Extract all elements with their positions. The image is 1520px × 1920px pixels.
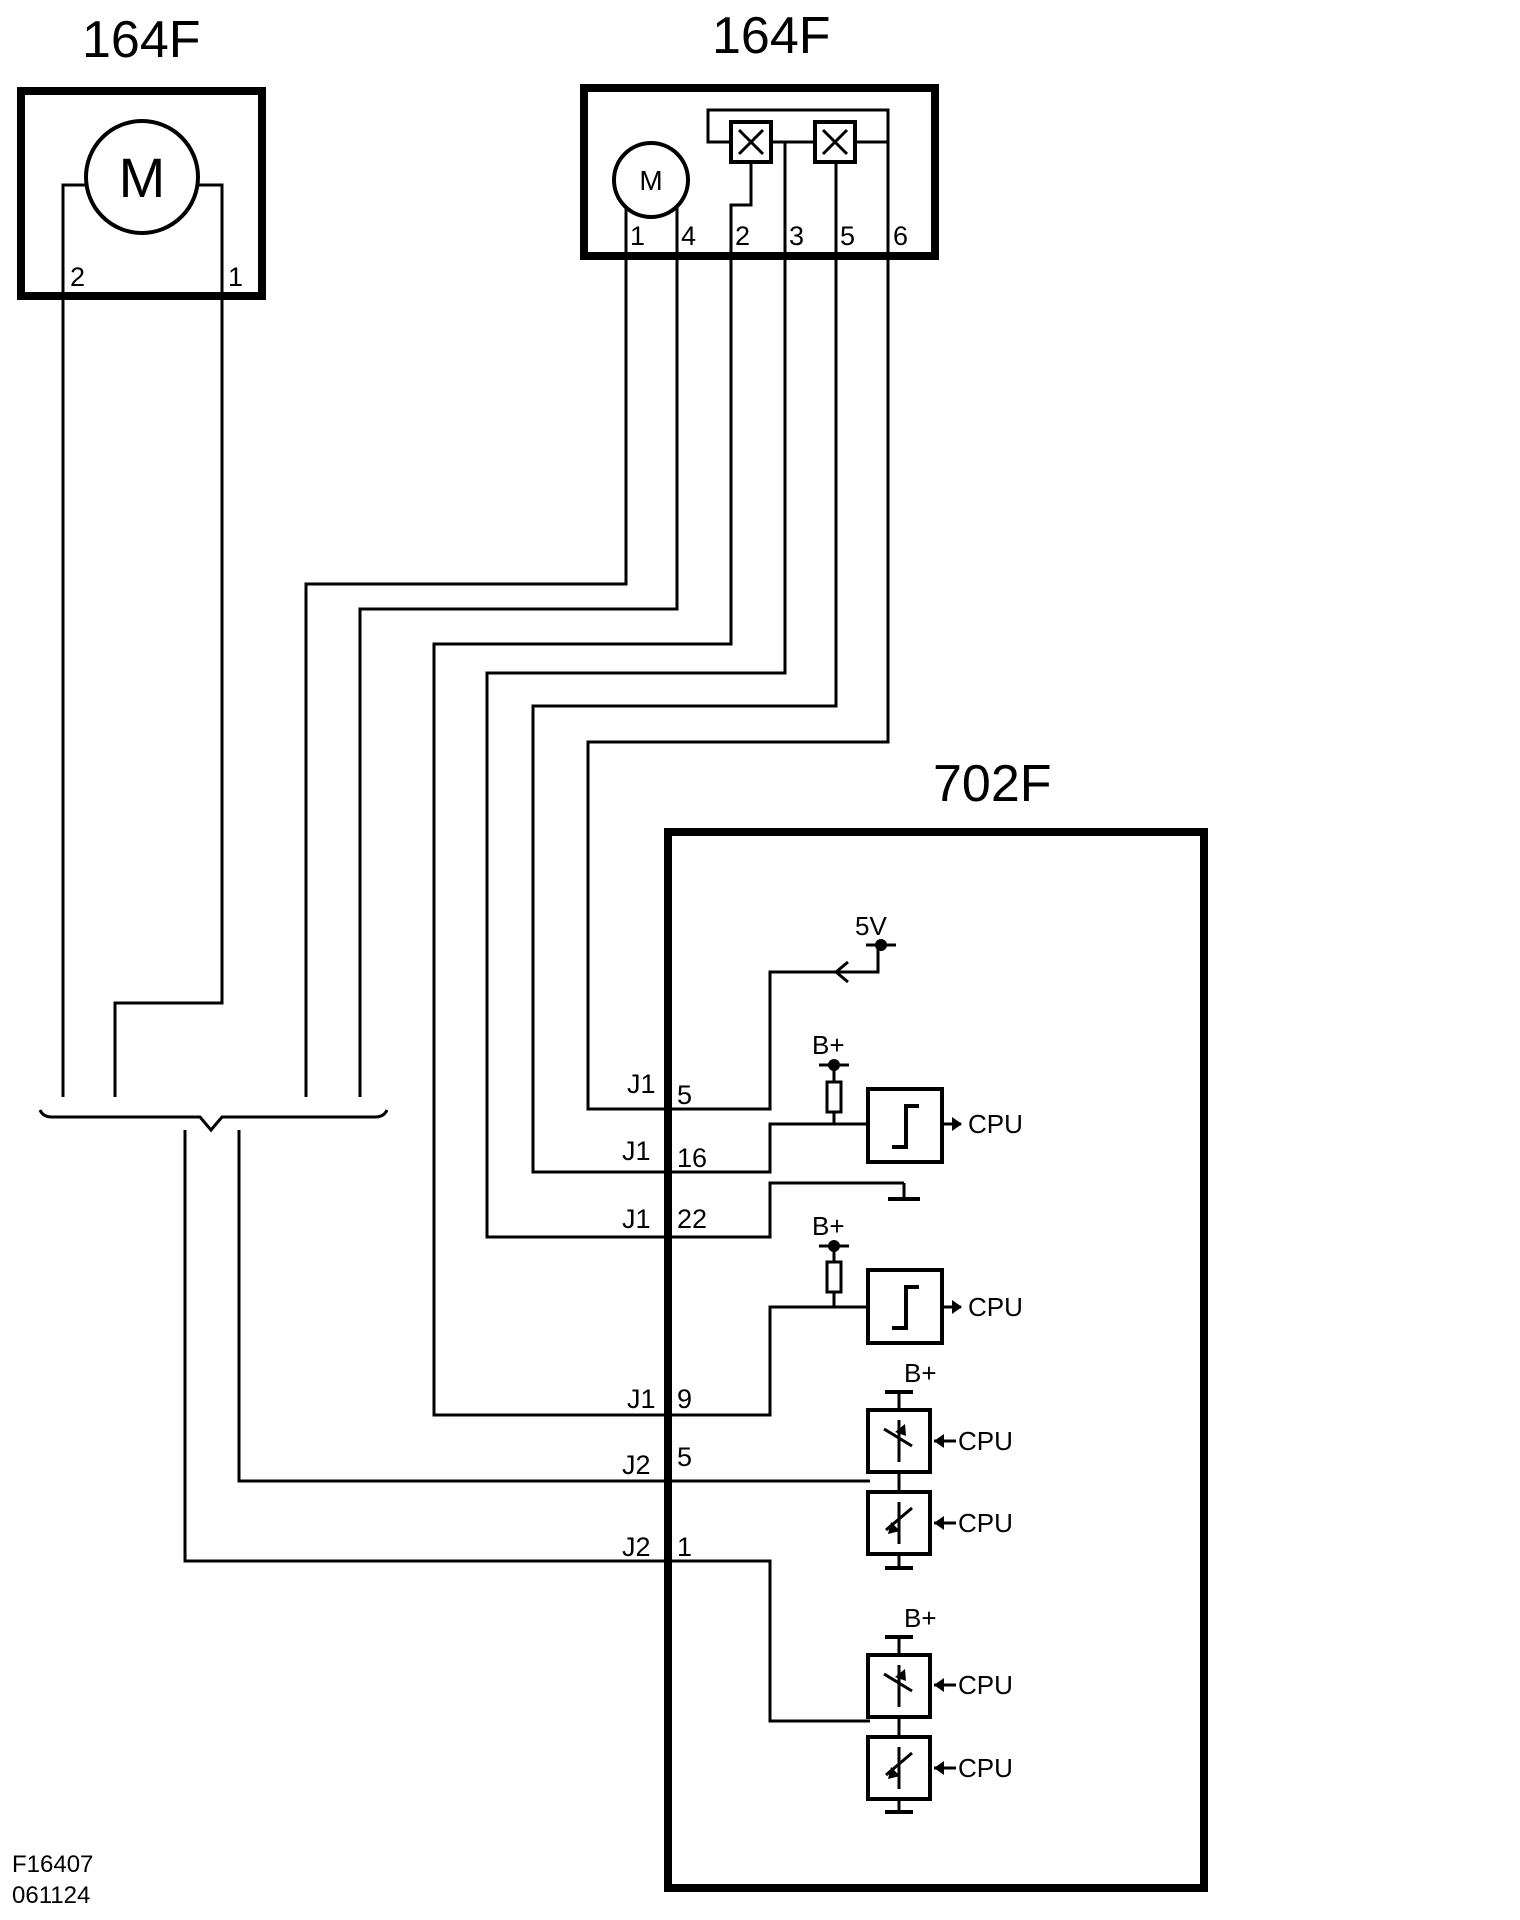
bridge-1-high-side-arrow (895, 1424, 906, 1436)
left-motor-internal-wire-2 (61, 183, 86, 296)
module-box (664, 828, 1208, 1892)
bridge-2-high-side-diag (883, 1672, 913, 1693)
battery-label-4: B+ (904, 1603, 937, 1633)
left-motor-symbol (84, 119, 200, 235)
wire-right-motor-pin-1 (304, 256, 628, 1097)
wire-j1-16 (531, 256, 868, 1174)
schmitt-buffer-2-symbol (892, 1285, 919, 1330)
five-volt-arrow (833, 960, 849, 984)
module-title: 702F (933, 755, 1052, 813)
harness-wiring (38, 256, 904, 1723)
wire-j1-5 (586, 256, 890, 1111)
cpu-label-1: CPU (968, 1109, 1023, 1139)
pin-label-j2-1: 1 (677, 1532, 692, 1562)
left-motor-box (17, 87, 266, 300)
bridge-1-high-ctrl-arrow (934, 1434, 944, 1448)
cpu-arrow-1 (952, 1117, 962, 1131)
pin-label-j2-5: 5 (677, 1442, 692, 1472)
connector-label-j1-16: J1 (622, 1136, 651, 1166)
wire-j1-9 (432, 256, 868, 1417)
connector-label-j1-22: J1 (622, 1204, 651, 1234)
bridge-2-low-ctrl-arrow (934, 1761, 944, 1775)
pullup-resistor-1 (825, 1080, 843, 1114)
pin-label-j1-5: 5 (677, 1080, 692, 1110)
right-motor-pin-4: 4 (681, 221, 696, 251)
right-motor-supply-loop (706, 108, 890, 256)
right-motor-title: 164F (712, 7, 831, 65)
pin-label-j1-16: 16 (677, 1143, 707, 1173)
bridge-2-high-side-arrow (895, 1669, 906, 1681)
battery-label-3: B+ (904, 1358, 937, 1388)
connector-label-j1-9: J1 (627, 1384, 656, 1414)
bridge-1-high-side-diag (883, 1427, 913, 1448)
right-motor-m-label: M (639, 165, 662, 196)
cpu-label-5: CPU (958, 1670, 1013, 1700)
cpu-label-3: CPU (958, 1426, 1013, 1456)
wire-j1-22 (485, 256, 904, 1239)
schmitt-buffer-1-symbol (892, 1104, 919, 1149)
wire-j2-5 (237, 1130, 870, 1483)
bridge-2-high-ctrl-arrow (934, 1678, 944, 1692)
harness-bracket (38, 1109, 389, 1133)
wire-left-motor-pin-1 (113, 296, 224, 1097)
cpu-arrow-2 (952, 1300, 962, 1314)
right-motor-internal-wire-2 (729, 162, 753, 256)
battery-label-2: B+ (812, 1211, 845, 1241)
left-motor-m-label: M (119, 146, 166, 209)
figure-date: 061124 (12, 1882, 90, 1909)
left-motor-component: 164F M 2 1 (17, 11, 266, 300)
connector-label-j2-1: J2 (622, 1532, 651, 1562)
left-motor-internal-wire-1 (198, 183, 224, 296)
right-motor-symbol (612, 141, 690, 219)
right-motor-pin-2: 2 (735, 221, 750, 251)
right-motor-pin-3: 3 (789, 221, 804, 251)
connector-label-j1-5: J1 (627, 1069, 656, 1099)
left-motor-title: 164F (82, 11, 201, 69)
five-volt-label: 5V (855, 911, 887, 941)
module-702f: 702F J1 5 J1 16 J1 22 J1 9 J2 5 J2 1 5V … (622, 755, 1208, 1892)
battery-label-1: B+ (812, 1030, 845, 1060)
hall-sensor-b-cross-2 (821, 128, 849, 156)
left-motor-pin-2: 2 (70, 262, 85, 292)
bridge-1-low-ctrl-arrow (934, 1516, 944, 1530)
pullup-resistor-2 (825, 1260, 843, 1294)
hall-sensor-a-cross-2 (737, 128, 765, 156)
cpu-label-2: CPU (968, 1292, 1023, 1322)
right-motor-pin-5: 5 (840, 221, 855, 251)
bridge-1-low-side-arrow (888, 1522, 900, 1534)
right-motor-box (580, 84, 939, 260)
right-motor-component: 164F M 1 4 2 3 5 6 (580, 7, 939, 260)
pin-label-j1-9: 9 (677, 1384, 692, 1414)
cpu-label-6: CPU (958, 1753, 1013, 1783)
bridge-2-low-side-arrow (888, 1767, 900, 1779)
wire-right-motor-pin-4 (358, 256, 679, 1097)
five-volt-node (875, 939, 887, 951)
cpu-label-4: CPU (958, 1508, 1013, 1538)
pin-label-j1-22: 22 (677, 1204, 707, 1234)
connector-label-j2-5: J2 (622, 1450, 651, 1480)
right-motor-pin-6: 6 (893, 221, 908, 251)
wire-j2-1 (183, 1130, 870, 1723)
left-motor-pin-1: 1 (228, 262, 243, 292)
right-motor-pin-1: 1 (630, 221, 645, 251)
figure-id: F16407 (12, 1851, 93, 1878)
